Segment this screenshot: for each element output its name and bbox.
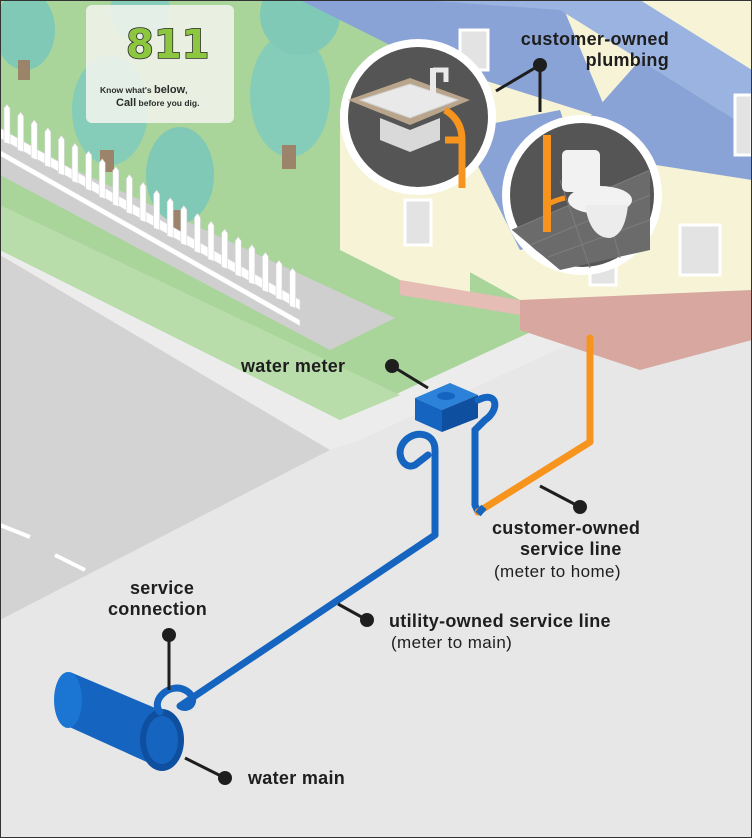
leader-customer-line xyxy=(539,484,581,509)
fence-picket xyxy=(71,142,79,184)
label-customer-plumbing-1: customer-owned xyxy=(521,29,669,49)
fence-picket xyxy=(139,181,147,223)
sink-inset xyxy=(340,39,496,195)
fence-picket xyxy=(248,244,256,286)
leader-meter xyxy=(391,364,429,390)
water-main-pipe xyxy=(54,672,184,771)
pipe-joint xyxy=(475,504,487,517)
label-service-connection-2: connection xyxy=(108,599,207,619)
label-customer-line-3: (meter to home) xyxy=(494,562,621,581)
logo-tagline-1: Know what's below, xyxy=(100,84,188,96)
label-service-connection-1: service xyxy=(130,578,194,598)
logo-number: 811 xyxy=(126,22,210,68)
fence-picket xyxy=(112,166,120,208)
fence-picket xyxy=(207,220,215,262)
fence-picket xyxy=(126,173,133,215)
lane-marking xyxy=(0,523,31,539)
fence-picket xyxy=(44,127,52,169)
customer-service-line xyxy=(474,334,594,516)
fence-pickets xyxy=(3,103,296,309)
label-utility-line-2: (meter to main) xyxy=(391,633,512,652)
label-customer-line-1: customer-owned xyxy=(492,518,640,538)
lawn-strip xyxy=(0,205,400,420)
label-customer-plumbing-2: plumbing xyxy=(586,50,669,70)
fence-picket xyxy=(221,228,228,270)
leader-water-main xyxy=(184,756,226,780)
fence-picket xyxy=(194,212,201,254)
fence-picket xyxy=(85,150,92,192)
fence-picket xyxy=(289,267,296,309)
street xyxy=(0,255,330,620)
fence-picket xyxy=(234,236,242,278)
fence-picket xyxy=(98,158,106,200)
label-water-main: water main xyxy=(247,768,345,788)
fence-picket xyxy=(262,251,269,293)
toilet-inset xyxy=(502,115,662,275)
lane-marking xyxy=(54,553,86,572)
leader-dots xyxy=(162,58,587,785)
water-meter-box xyxy=(415,383,478,432)
logo-811: 811 Know what's below, Call before you d… xyxy=(86,5,234,123)
label-water-meter: water meter xyxy=(240,356,345,376)
utility-service-line xyxy=(154,430,439,716)
fence-picket xyxy=(3,103,11,145)
fence-picket xyxy=(58,134,65,176)
fence-picket xyxy=(166,197,174,239)
fence-picket xyxy=(153,189,160,231)
label-utility-line-1: utility-owned service line xyxy=(389,611,611,631)
fence-picket xyxy=(17,111,24,153)
label-customer-line-2: service line xyxy=(520,539,622,559)
fence-picket xyxy=(180,205,188,247)
fence-picket xyxy=(275,259,283,301)
fence-picket xyxy=(30,119,38,161)
logo-tagline-2: Call before you dig. xyxy=(116,97,199,109)
meter-outlet-pipe xyxy=(471,394,499,516)
